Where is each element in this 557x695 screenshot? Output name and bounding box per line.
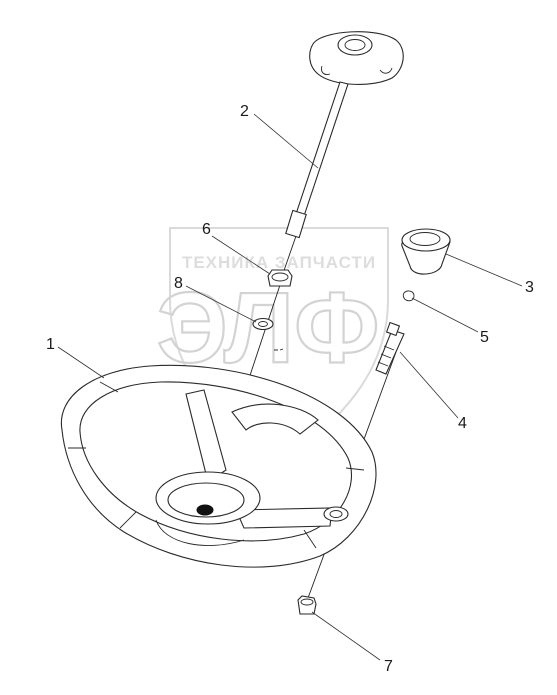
callout-2: 2 xyxy=(240,103,249,120)
leader-4 xyxy=(399,351,459,419)
callout-3: 3 xyxy=(525,279,534,296)
leader-lines xyxy=(57,113,523,661)
callout-5: 5 xyxy=(480,329,489,346)
part-8-washer xyxy=(252,317,284,351)
callout-6: 6 xyxy=(202,221,211,238)
callout-4: 4 xyxy=(458,415,467,432)
leader-3 xyxy=(445,253,523,287)
callout-8: 8 xyxy=(174,275,183,292)
callout-7: 7 xyxy=(384,658,393,675)
leader-1 xyxy=(57,346,105,379)
leader-8 xyxy=(185,285,257,323)
part-5-spring-clip xyxy=(402,290,415,302)
hub-hole xyxy=(196,504,214,516)
part-4-bolt xyxy=(375,321,405,375)
leader-7 xyxy=(311,611,381,661)
callout-1: 1 xyxy=(46,336,55,353)
callout-numbers: 1 2 3 4 5 6 7 8 xyxy=(46,103,534,675)
part-3-knob xyxy=(401,228,451,275)
leader-5 xyxy=(411,297,479,333)
part-1-steering-wheel xyxy=(60,364,377,568)
part-7-nut xyxy=(297,595,317,615)
part-6-nut xyxy=(267,269,293,287)
leader-2 xyxy=(253,113,319,169)
leader-6 xyxy=(211,235,271,275)
watermark-top-text: ТЕХНИКА ЗАПЧАСТИ xyxy=(182,253,376,272)
part-2-horn-button-rod xyxy=(285,31,404,239)
